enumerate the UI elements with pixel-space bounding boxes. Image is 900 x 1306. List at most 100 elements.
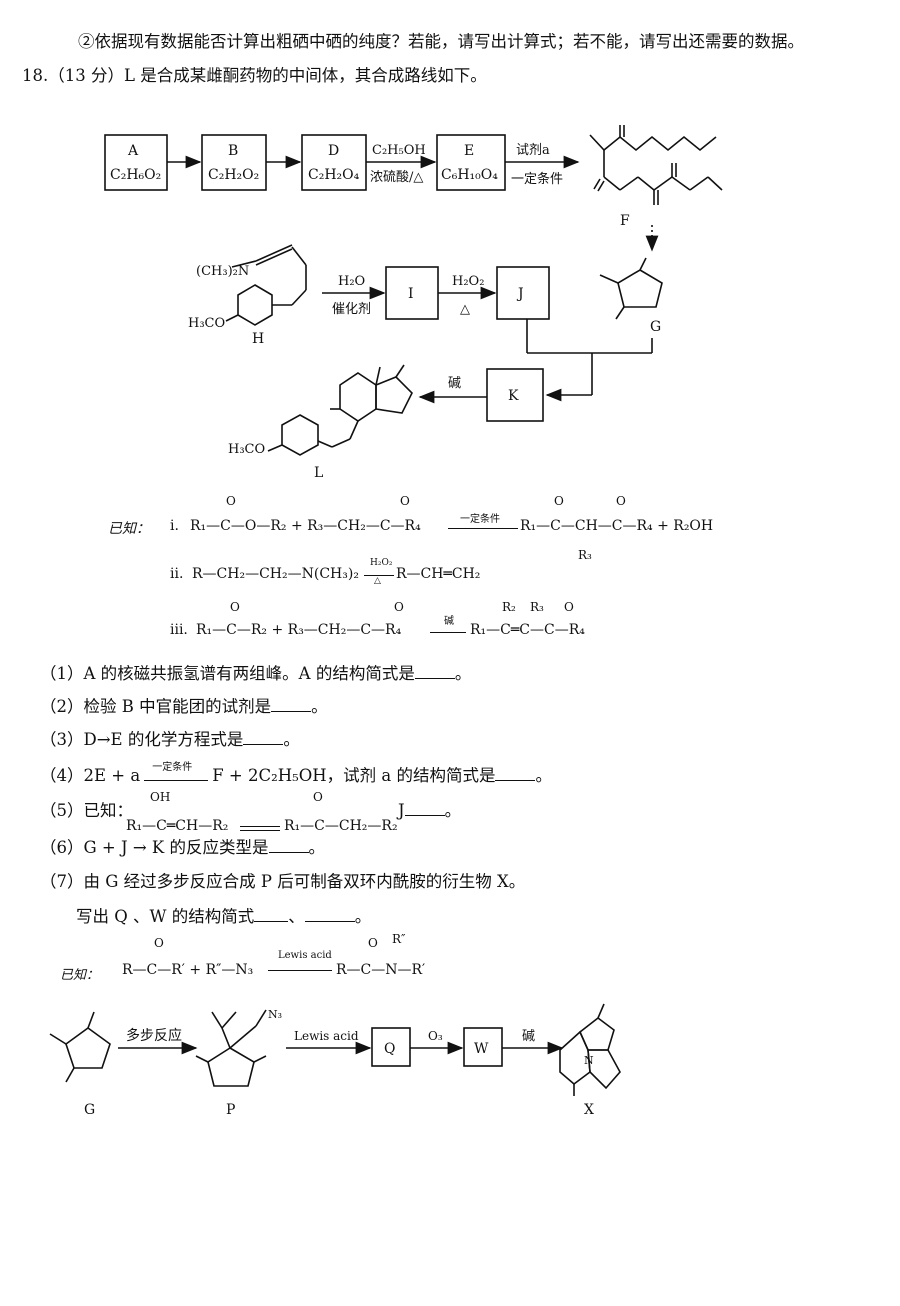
d-to-e-reagent: C₂H₅OH [372,143,426,158]
h-to-i-reagent: H₂O [338,274,365,289]
label-G: G [650,319,661,335]
reaction-ii-condition: △ [374,576,381,586]
reaction-ii-arrow [364,575,394,576]
route2-w-to-x: 碱 [522,1029,535,1044]
q5-ketone: R₁—C—CH₂—R₂ [284,818,398,834]
label-L: L [314,465,323,481]
reaction-i-substituent: R₃ [578,548,592,562]
sub-question-4-arrow: 一定条件 [144,762,209,781]
sub-question-1-end: 。 [454,664,472,683]
reaction-iii-number: iii. [170,622,188,638]
sub-question-3: （3）D→E 的化学方程式是 。 [40,726,300,750]
answer-blank-6[interactable] [268,838,309,853]
box-E-formula: C₆H₁₀O₄ [441,167,498,183]
q7-write-end: 。 [354,907,372,926]
sub-question-4-mid: F + 2C₂H₅OH，试剂 a 的结构简式是 [212,766,496,785]
known2-oxygen-1: O [154,936,164,950]
box-J-label: J [516,286,524,302]
reaction-iii-oxygen-2: O [394,600,404,614]
route2-X-nitrogen: N [584,1054,594,1067]
sub-question-6-text: （6）G + J → K 的反应类型是 [40,838,269,857]
known-label: 已知： [108,521,150,537]
sub-question-2: （2）检验 B 中官能团的试剂是 。 [40,693,328,717]
q5-enol: R₁—C═CH—R₂ [126,818,229,834]
sub-question-1: （1）A 的核磁共振氢谱有两组峰。A 的结构简式是 。 [40,660,471,684]
route2-label-G: G [84,1102,95,1118]
L-methoxy: H₃CO [228,442,265,457]
answer-blank-5[interactable] [404,801,445,816]
i-to-j-condition: △ [460,302,470,317]
question-header: 18.（13 分）L 是合成某雌酮药物的中间体，其合成路线如下。 [22,62,487,86]
q7-write: 写出 Q 、W 的结构简式 、 。 [76,903,371,927]
reaction-i-oxygen-1: O [226,494,236,508]
known2-reactants: R—C—R′ + R″—N₃ [122,962,254,978]
sub-question-3-end: 。 [283,730,300,749]
route2-box-Q-label: Q [384,1041,395,1057]
label-F: F [620,213,630,229]
sub-question-4-end: 。 [535,766,552,785]
box-D-formula: C₂H₂O₄ [308,167,360,183]
question-stem: L 是合成某雌酮药物的中间体，其合成路线如下。 [124,66,487,85]
known2-arrow [268,970,332,971]
q5-oxygen: O [313,790,323,804]
intro-line: ②依据现有数据能否计算出粗硒中硒的纯度？若能，请写出计算式；若不能，请写出还需要… [78,32,804,51]
sub-question-7: （7）由 G 经过多步反应合成 P 后可制备双环内酰胺的衍生物 X。 [40,872,526,891]
d-to-e-condition: 浓硫酸/△ [370,170,423,185]
question-number: 18. [22,66,49,85]
reaction-i-oxygen-3: O [554,494,564,508]
q5-equilibrium-arrow-bottom [240,830,280,831]
reaction-ii-reagent: H₂O₂ [370,558,393,568]
answer-blank-2[interactable] [271,697,312,712]
reaction-i-oxygen-2: O [400,494,410,508]
sub-question-5-text: （5）已知： [40,801,133,820]
sub-question-5: （5）已知： [40,797,133,821]
synthesis-route: A C₂H₆O₂ B C₂H₂O₂ D C₂H₂O₄ E C₆H₁₀O₄ C₂H… [104,125,723,481]
reaction-ii-number: ii. [170,566,184,582]
route2-box-W-label: W [474,1041,489,1057]
box-E-letter: E [464,143,474,159]
q5-equilibrium-arrow-top [240,826,280,827]
box-K-label: K [508,388,519,404]
route2-g-to-p: 多步反应 [126,1027,182,1044]
reaction-iii-oxygen-3: O [564,600,574,614]
reaction-iii-oxygen-1: O [230,600,240,614]
sub-question-6: （6）G + J → K 的反应类型是 。 [40,834,325,858]
known2-rpp: R″ [392,932,406,946]
reaction-iii-substituent-r3: R₃ [530,600,544,614]
q5-hydroxyl: OH [150,790,171,804]
sub-question-1-text: （1）A 的核磁共振氢谱有两组峰。A 的结构简式是 [40,664,415,683]
reaction-iii-substituent-r2: R₂ [502,600,516,614]
reaction-i-reactants: R₁—C—O—R₂ + R₃—CH₂—C—R₄ [190,518,421,534]
sub-question-2-text: （2）检验 B 中官能团的试剂是 [40,697,272,716]
reaction-ii-reactant: R—CH₂—CH₂—N(CH₃)₂ [192,566,359,582]
q7-write-sep: 、 [288,907,305,926]
known-reactions: 已知： i. R₁—C—O—R₂ + R₃—CH₂—C—R₄ 一定条件 R₁—C… [108,494,898,650]
route2-label-P: P [226,1102,235,1118]
sub-question-3-text: （3）D→E 的化学方程式是 [40,730,244,749]
h-to-i-condition: 催化剂 [332,302,371,317]
answer-blank-4[interactable] [495,766,536,781]
box-A-formula: C₂H₆O₂ [110,167,161,183]
q7-write-text: 写出 Q 、W 的结构简式 [76,907,255,926]
route2-label-X: X [584,1102,594,1118]
answer-blank-1[interactable] [414,664,455,679]
box-J [496,266,550,320]
reaction-i-products: R₁—C—CH—C—R₄ + R₂OH [520,518,714,534]
answer-blank-Q[interactable] [254,907,289,922]
i-to-j-reagent: H₂O₂ [452,274,484,289]
reaction-iii-product: R₁—C═C—C—R₄ [470,622,585,638]
answer-blank-W[interactable] [304,907,355,922]
route2-q-to-w: O₃ [428,1029,443,1043]
sub-question-5-end: 。 [444,801,462,820]
reaction-i-arrow [448,528,518,529]
box-W [463,1027,503,1067]
reaction-i-number: i. [170,518,179,534]
sub-question-6-end: 。 [308,838,326,857]
known2-product: R—C—N—R′ [336,962,426,978]
sub-question-2-end: 。 [311,697,328,716]
box-I-label: I [408,286,414,302]
known2-condition: Lewis acid [278,950,332,961]
answer-blank-3[interactable] [243,730,284,745]
reaction-ii-product: R—CH═CH₂ [396,566,481,582]
sub-question-4-condition: 一定条件 [152,762,193,773]
